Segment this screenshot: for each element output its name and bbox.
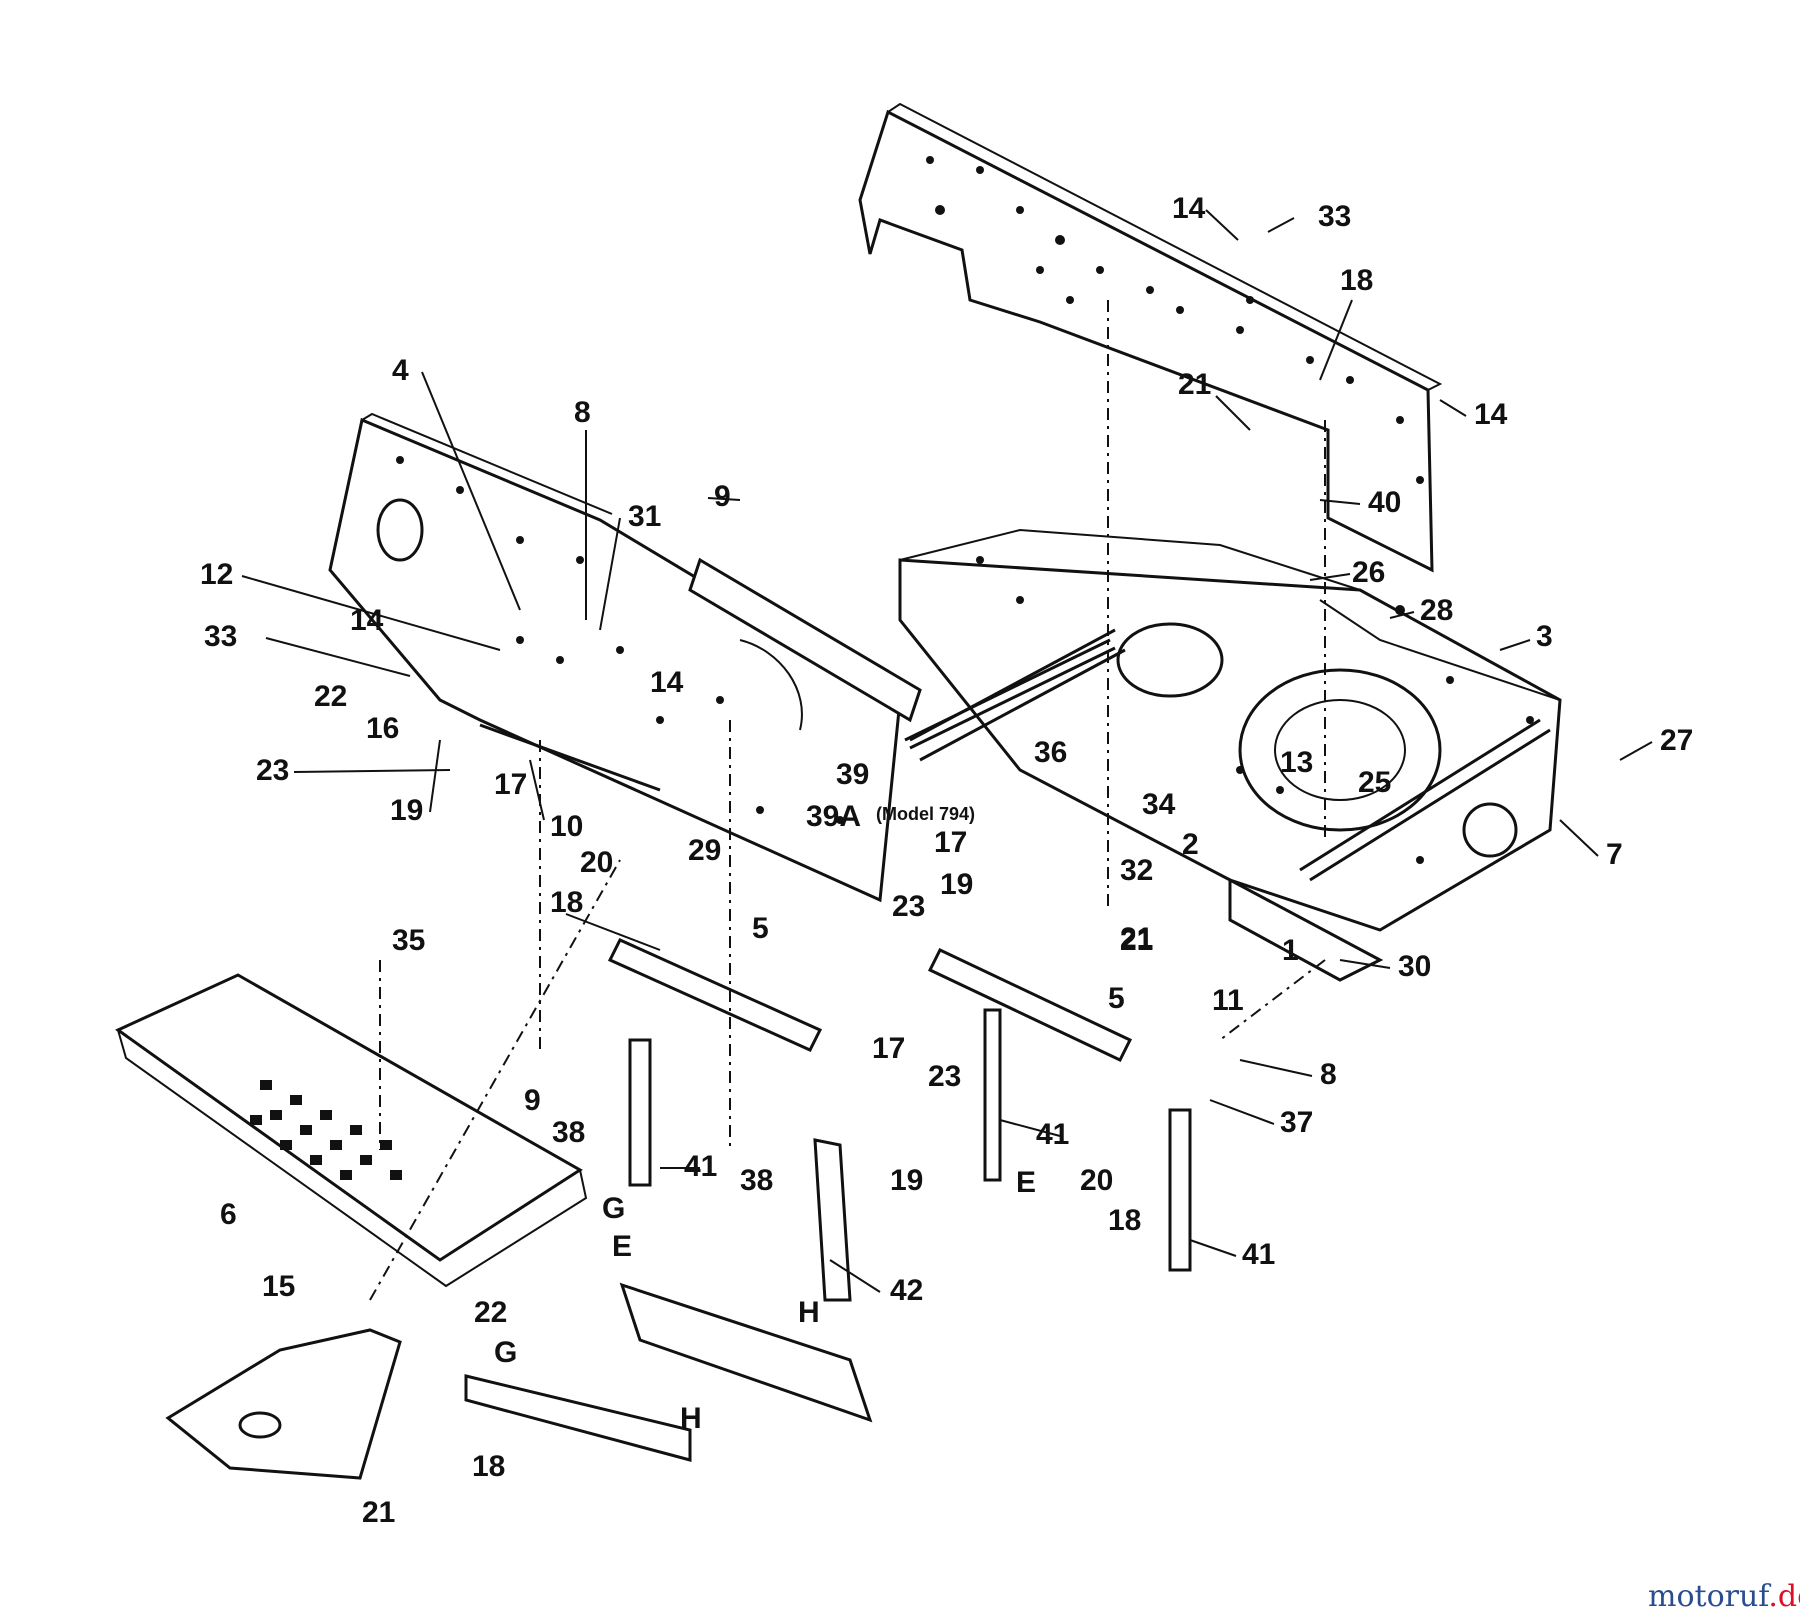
upright-tubes (628, 1008, 1192, 1302)
label-25: 25 (1358, 766, 1391, 799)
upper-dash-panel (858, 102, 1443, 573)
axle-bars (464, 938, 1133, 1462)
label-7: 7 (1606, 838, 1623, 871)
label-23: 23 (256, 754, 289, 787)
label-G: G (494, 1336, 517, 1369)
label-21: 21 (1178, 368, 1211, 401)
label-E: E (612, 1230, 632, 1263)
label-2: 2 (1182, 828, 1199, 861)
label-12: 12 (200, 558, 233, 591)
label-23: 23 (892, 890, 925, 923)
label-33: 33 (204, 620, 237, 653)
label-17: 17 (872, 1032, 905, 1065)
label-H: H (798, 1296, 820, 1329)
label-18: 18 (472, 1450, 505, 1483)
label-5: 5 (752, 912, 769, 945)
label-31: 31 (628, 500, 661, 533)
label-H: H (680, 1402, 702, 1435)
label-35: 35 (392, 924, 425, 957)
label-19: 19 (890, 1164, 923, 1197)
label-41: 41 (684, 1150, 717, 1183)
label-E: E (1016, 1166, 1036, 1199)
label-27: 27 (1660, 724, 1693, 757)
label-8: 8 (574, 396, 591, 429)
label-17: 17 (934, 826, 967, 859)
label-28: 28 (1420, 594, 1453, 627)
label-14: 14 (1474, 398, 1508, 431)
label-1: 1 (1282, 934, 1299, 967)
label-34: 34 (1142, 788, 1176, 821)
main-frame-right (898, 528, 1562, 982)
label-13: 13 (1280, 746, 1313, 779)
label-19: 19 (390, 794, 423, 827)
label-38: 38 (552, 1116, 585, 1149)
label-41: 41 (1242, 1238, 1275, 1271)
watermark: motoruf.de (1648, 1579, 1800, 1614)
leader-lines (241, 209, 1653, 1293)
label-16: 16 (366, 712, 399, 745)
label-38: 38 (740, 1164, 773, 1197)
label-33: 33 (1318, 200, 1351, 233)
assembly-lines (369, 300, 1326, 1301)
label-14: 14 (1172, 192, 1206, 225)
label-G: G (602, 1192, 625, 1225)
label-20: 20 (1080, 1164, 1113, 1197)
label-22: 22 (474, 1296, 507, 1329)
label-21: 21 (362, 1496, 395, 1529)
label-21: 21 (1120, 924, 1153, 957)
label-15: 15 (262, 1270, 295, 1303)
label-26: 26 (1352, 556, 1385, 589)
label-29: 29 (688, 834, 721, 867)
label-14: 14 (650, 666, 684, 699)
svg-text:motoruf.de: motoruf.de (1648, 1579, 1800, 1614)
label-5: 5 (1108, 982, 1125, 1015)
label-22: 22 (314, 680, 347, 713)
label-23: 23 (928, 1060, 961, 1093)
label-37: 37 (1280, 1106, 1313, 1139)
label-21: 21 (1120, 922, 1153, 955)
linkage-rods (479, 628, 1126, 792)
watermark-part1: motoruf (1648, 1579, 1771, 1614)
label-3: 3 (1536, 620, 1553, 653)
label-36: 36 (1034, 736, 1067, 769)
label-17: 17 (494, 768, 527, 801)
label-30: 30 (1398, 950, 1431, 983)
label-6: 6 (220, 1198, 237, 1231)
label-20: 20 (580, 846, 613, 879)
label-model-794: (Model 794) (876, 804, 975, 824)
label-42: 42 (890, 1274, 923, 1307)
watermark-part2: .de (1768, 1579, 1800, 1614)
part-labels: 14 33 18 14 21 40 26 28 3 27 7 13 25 36 … (200, 192, 1693, 1529)
label-9: 9 (714, 480, 731, 513)
label-9: 9 (524, 1084, 541, 1117)
lower-bracket-plate (165, 1328, 402, 1480)
label-10: 10 (550, 810, 583, 843)
label-11: 11 (1212, 984, 1244, 1017)
label-19: 19 (940, 868, 973, 901)
label-18: 18 (1340, 264, 1373, 297)
label-18: 18 (1108, 1204, 1141, 1237)
label-32: 32 (1120, 854, 1153, 887)
label-39: 39 (836, 758, 869, 791)
label-4: 4 (392, 354, 409, 387)
label-8: 8 (1320, 1058, 1337, 1091)
left-side-frame (328, 412, 922, 903)
label-40: 40 (1368, 486, 1401, 519)
footrest-plate (115, 973, 588, 1288)
label-39A: 39A (806, 800, 861, 833)
